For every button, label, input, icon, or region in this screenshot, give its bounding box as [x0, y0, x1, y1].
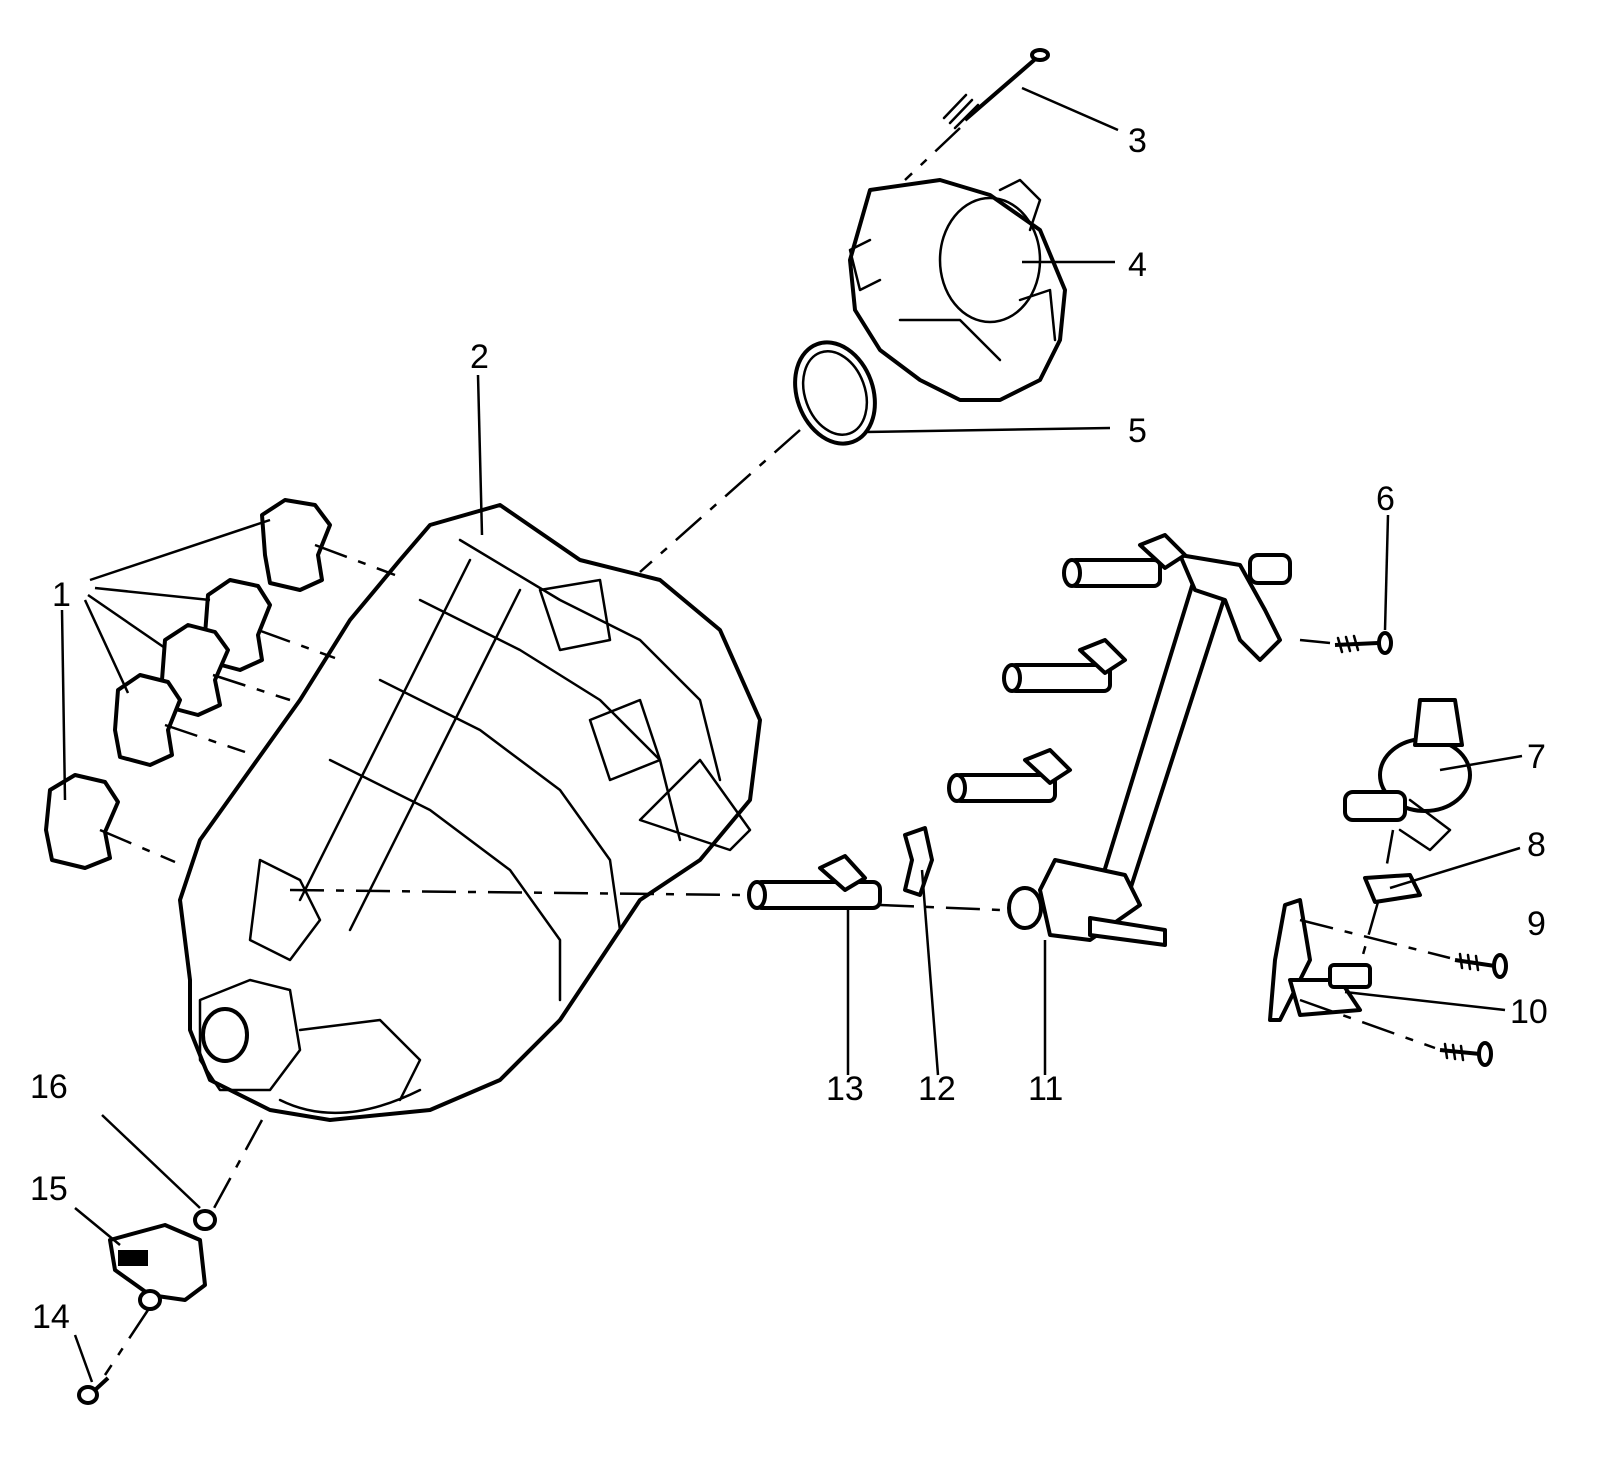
- map-sensor: [108, 1223, 207, 1311]
- throttle-body: [848, 178, 1067, 402]
- callout-11: 11: [1028, 1070, 1063, 1108]
- fuel-rail: [1007, 553, 1292, 947]
- fuel-injectors: [947, 533, 1187, 803]
- callout-3: 3: [1128, 122, 1147, 160]
- callout-1: 1: [52, 576, 71, 614]
- callout-5: 5: [1128, 412, 1147, 450]
- callout-8: 8: [1527, 826, 1546, 864]
- callout-12: 12: [918, 1070, 956, 1108]
- fuel-injector: [747, 854, 882, 910]
- leader-lines: [60, 86, 1523, 1383]
- callout-16: 16: [30, 1068, 68, 1106]
- callout-labels: 1 2 3 4 5 6 7 8 9 10 11 12 13 14 15 16: [30, 122, 1548, 1336]
- callout-6: 6: [1376, 480, 1395, 518]
- throttle-body-seal: [793, 340, 877, 446]
- callout-14: 14: [32, 1298, 70, 1336]
- solenoid-bracket: [1268, 898, 1372, 1022]
- throttle-body-seal-inner: [801, 350, 869, 436]
- alignment-lines: [99, 127, 1451, 1376]
- callout-9: 9: [1527, 905, 1546, 943]
- purge-solenoid: [1343, 698, 1472, 852]
- throttle-body-bolt: [942, 48, 1050, 130]
- callout-7: 7: [1527, 738, 1546, 776]
- callout-10: 10: [1510, 993, 1548, 1031]
- fuel-rail-bolt: [1334, 631, 1393, 655]
- map-sensor-seal: [193, 1209, 217, 1231]
- callout-2: 2: [470, 338, 489, 376]
- fuel-injector-retainer-clip: [903, 826, 934, 897]
- callout-15: 15: [30, 1170, 68, 1208]
- callout-4: 4: [1128, 246, 1147, 284]
- map-sensor-bolt: [77, 1376, 110, 1405]
- callout-13: 13: [826, 1070, 864, 1108]
- intake-gaskets: [44, 498, 332, 870]
- intake-manifold: [178, 503, 762, 1122]
- bracket-bolts: [1439, 952, 1508, 1067]
